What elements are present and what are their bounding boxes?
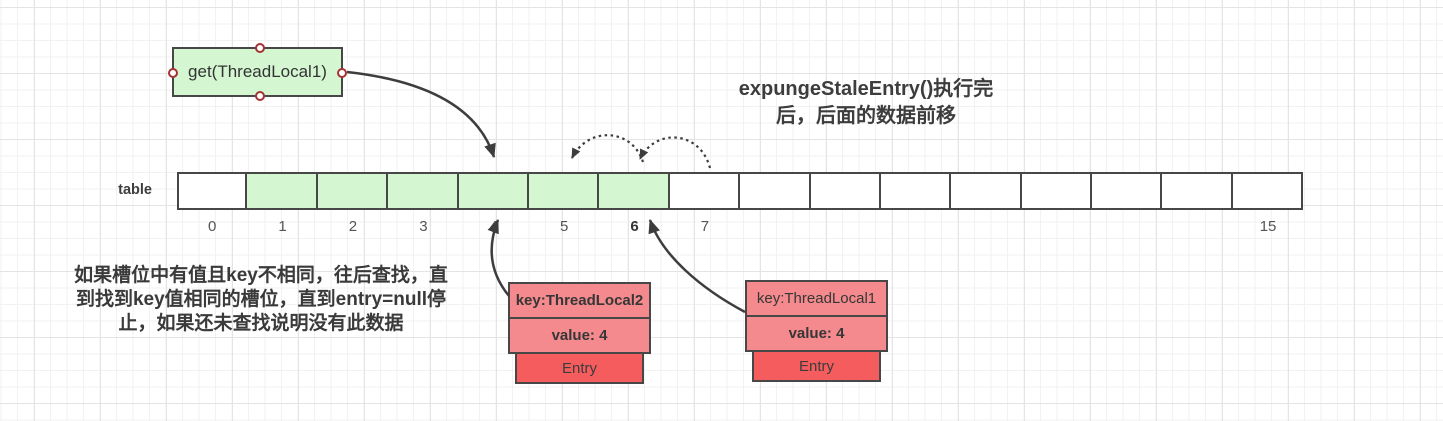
index-label-14 [1162,218,1232,236]
index-label-12 [1022,218,1092,236]
table-cell-14 [1162,172,1233,210]
index-label-9 [811,218,881,236]
table-cell-6 [599,172,670,210]
table-array [177,172,1304,210]
get-threadlocal1-box: get(ThreadLocal1) [168,43,347,101]
table-cell-3 [388,172,459,210]
table-cell-12 [1021,172,1093,210]
index-label-5: 5 [559,218,569,235]
entry1-key-cell: key:ThreadLocal1 [745,280,888,317]
index-label-8 [740,218,810,236]
index-label-3: 3 [419,218,428,235]
index-label-6: 6 [630,218,639,235]
shift-arc-6-to-5 [571,134,645,163]
table-cell-4 [458,172,529,210]
get-box-label: get(ThreadLocal1) [188,62,327,81]
entry1-value-cell: value: 4 [745,315,888,352]
index-label-15: 15 [1259,218,1277,235]
index-label-4: 4 [489,218,498,235]
entry2-entry-cell: Entry [515,352,644,384]
note-line-1: 如果槽位中有值且key不相同，往后查找，直 [74,265,448,286]
heading-line-1: expungeStaleEntry()执行完 [738,78,994,100]
heading-line-2: 后，后面的数据前移 [776,105,956,127]
table-cell-1 [247,172,318,210]
index-label-0: 0 [208,218,217,235]
entry2-value-cell: value: 4 [508,317,651,354]
table-cell-13 [1092,172,1163,210]
table-cell-15 [1232,172,1304,210]
entry-threadlocal2: key:ThreadLocal2 value: 4 Entry [508,282,651,384]
index-label-2: 2 [348,218,358,235]
index-label-11 [951,218,1021,236]
shift-arc-7-to-6 [639,136,712,169]
table-cell-5 [528,172,600,210]
connector-dot-left [168,68,178,78]
get-to-slot4-arrow [346,70,496,158]
entry1-entry-cell: Entry [752,350,881,382]
table-cell-10 [880,172,952,210]
heading: expungeStaleEntry()执行完 后，后面的数据前移 [640,76,1092,130]
table-cell-0 [177,172,248,210]
connector-dot-bottom [254,91,265,101]
table-cell-9 [810,172,881,210]
table-cell-8 [740,172,811,210]
index-label-13 [1092,218,1162,236]
table-index-row: 0 1 2 3 4 5 6 7 15 [177,218,1303,236]
note-text: 如果槽位中有值且key不相同，往后查找，直 到找到key值相同的槽位，直到ent… [28,264,494,336]
index-label-10 [881,218,951,236]
index-label-1: 1 [278,218,287,235]
table-cell-2 [317,172,389,210]
note-line-3: 止，如果还未查找说明没有此数据 [118,313,404,334]
entry2-key-cell: key:ThreadLocal2 [508,282,651,319]
table-cell-11 [951,172,1022,210]
connector-dot-top [254,43,265,53]
connector-dot-right [337,68,347,78]
entry-threadlocal1: key:ThreadLocal1 value: 4 Entry [745,280,888,382]
table-label: table [118,182,152,198]
table-cell-7 [669,172,741,210]
note-line-2: 到找到key值相同的槽位，直到entry=null停 [75,289,447,310]
index-label-7: 7 [700,218,710,235]
